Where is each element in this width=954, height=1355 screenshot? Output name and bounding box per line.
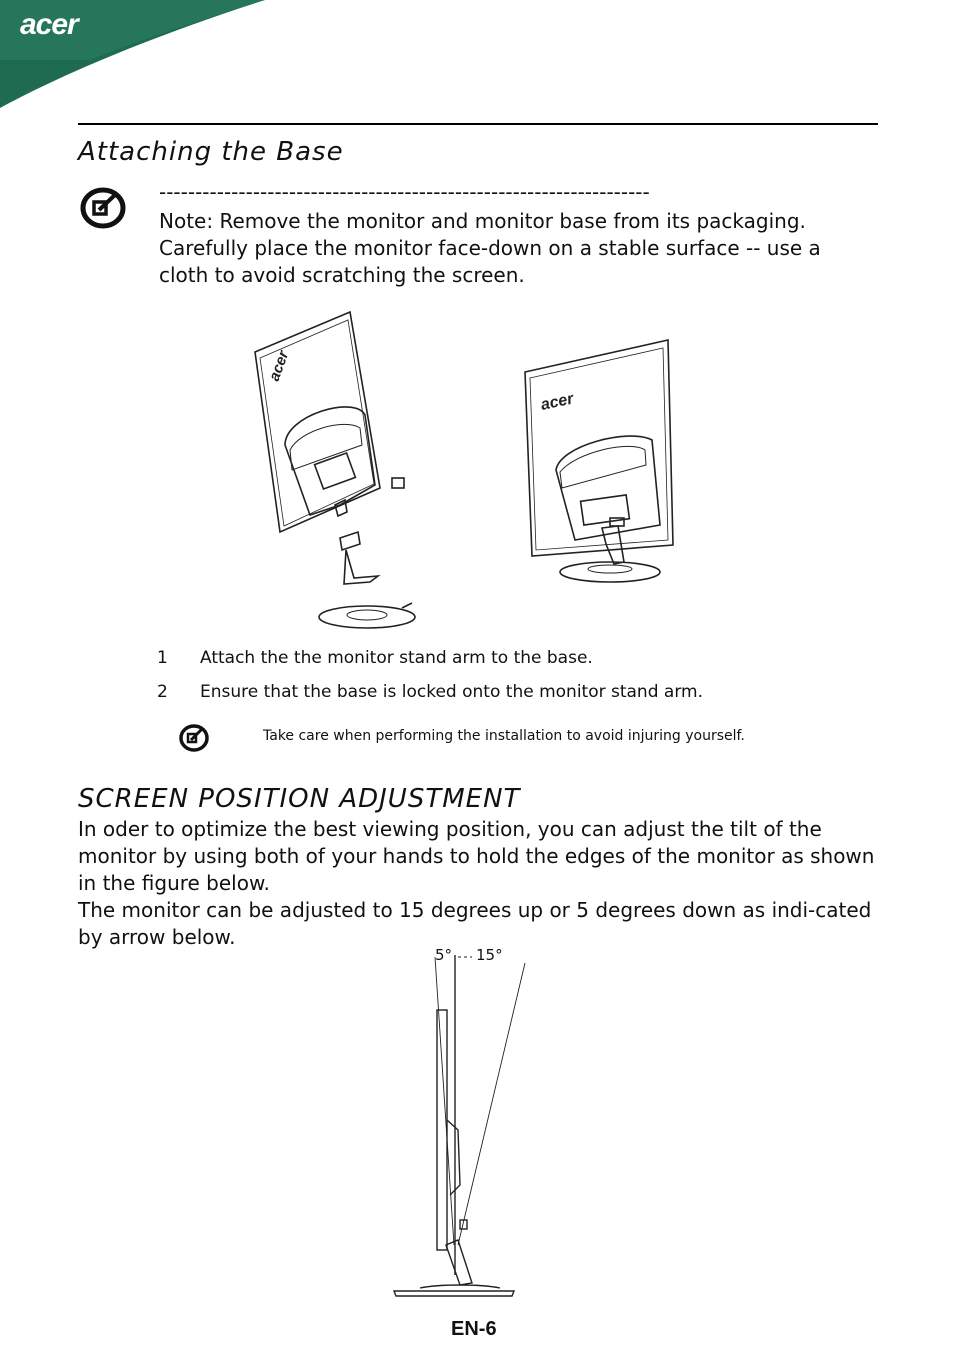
note-text: Note: Remove the monitor and monitor bas… (159, 209, 821, 287)
step-text: Attach the the monitor stand arm to the … (200, 648, 593, 668)
angle-up-label: 15° (476, 946, 503, 964)
caution-note-text: Take care when performing the installati… (263, 728, 745, 744)
note-divider: ----------------------------------------… (159, 180, 650, 204)
svg-text:acer: acer (266, 347, 293, 383)
section-title-screen-position: SCREEN POSITION ADJUSTMENT (78, 784, 521, 814)
svg-text:acer: acer (539, 390, 575, 414)
step-number: 2 (157, 682, 168, 702)
adjustment-paragraph-2: The monitor can be adjusted to 15 degree… (78, 898, 872, 949)
angle-down-label: 5° (435, 946, 453, 964)
section-title-attaching-base: Attaching the Base (78, 137, 344, 167)
tilt-angle-illustration (392, 955, 526, 1297)
note-icon (80, 187, 126, 229)
top-rule (78, 123, 878, 125)
adjustment-body-text: In oder to optimize the best viewing pos… (78, 816, 878, 951)
page-number: EN-6 (451, 1318, 497, 1340)
step-number: 1 (157, 648, 168, 668)
base-assembly-illustration: acer acer (254, 310, 674, 629)
acer-logo: acer (20, 8, 79, 41)
caution-note-icon (179, 724, 209, 752)
step-text: Ensure that the base is locked onto the … (200, 682, 703, 702)
header-band (0, 0, 265, 108)
adjustment-paragraph-1: In oder to optimize the best viewing pos… (78, 817, 875, 895)
